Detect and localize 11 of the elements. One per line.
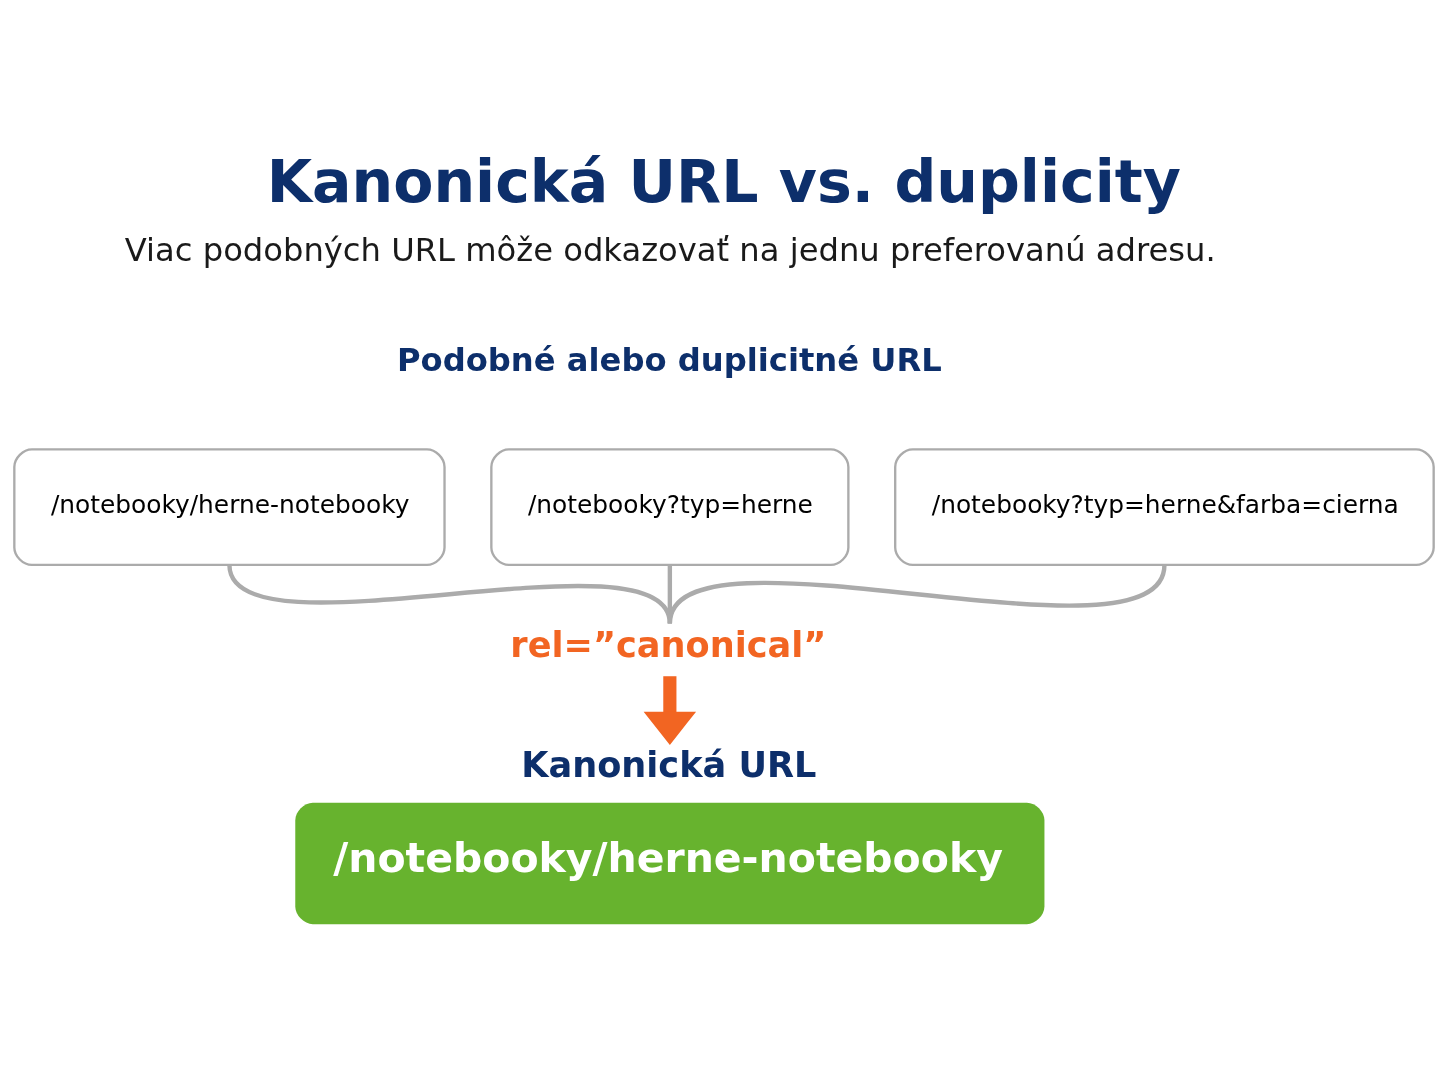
node-box: /notebooky/herne-notebooky xyxy=(295,802,1045,925)
node-box: /notebooky/herne-notebooky xyxy=(13,448,446,567)
node-text: rel=”canonical” xyxy=(510,624,827,666)
node-box: /notebooky?typ=herne xyxy=(490,448,850,567)
diagram-title: Kanonická URL vs. duplicity xyxy=(266,148,1181,217)
label: Viac podobných URL môže odkazovať na jednu preferovanú adresu. xyxy=(124,231,1216,270)
connector xyxy=(667,564,1167,625)
label: Podobné alebo duplicitné URL xyxy=(396,341,942,380)
arrow xyxy=(643,676,697,746)
node-box: /notebooky?typ=herne&farba=cierna xyxy=(894,448,1435,567)
node-label: Kanonická URL xyxy=(521,743,817,785)
